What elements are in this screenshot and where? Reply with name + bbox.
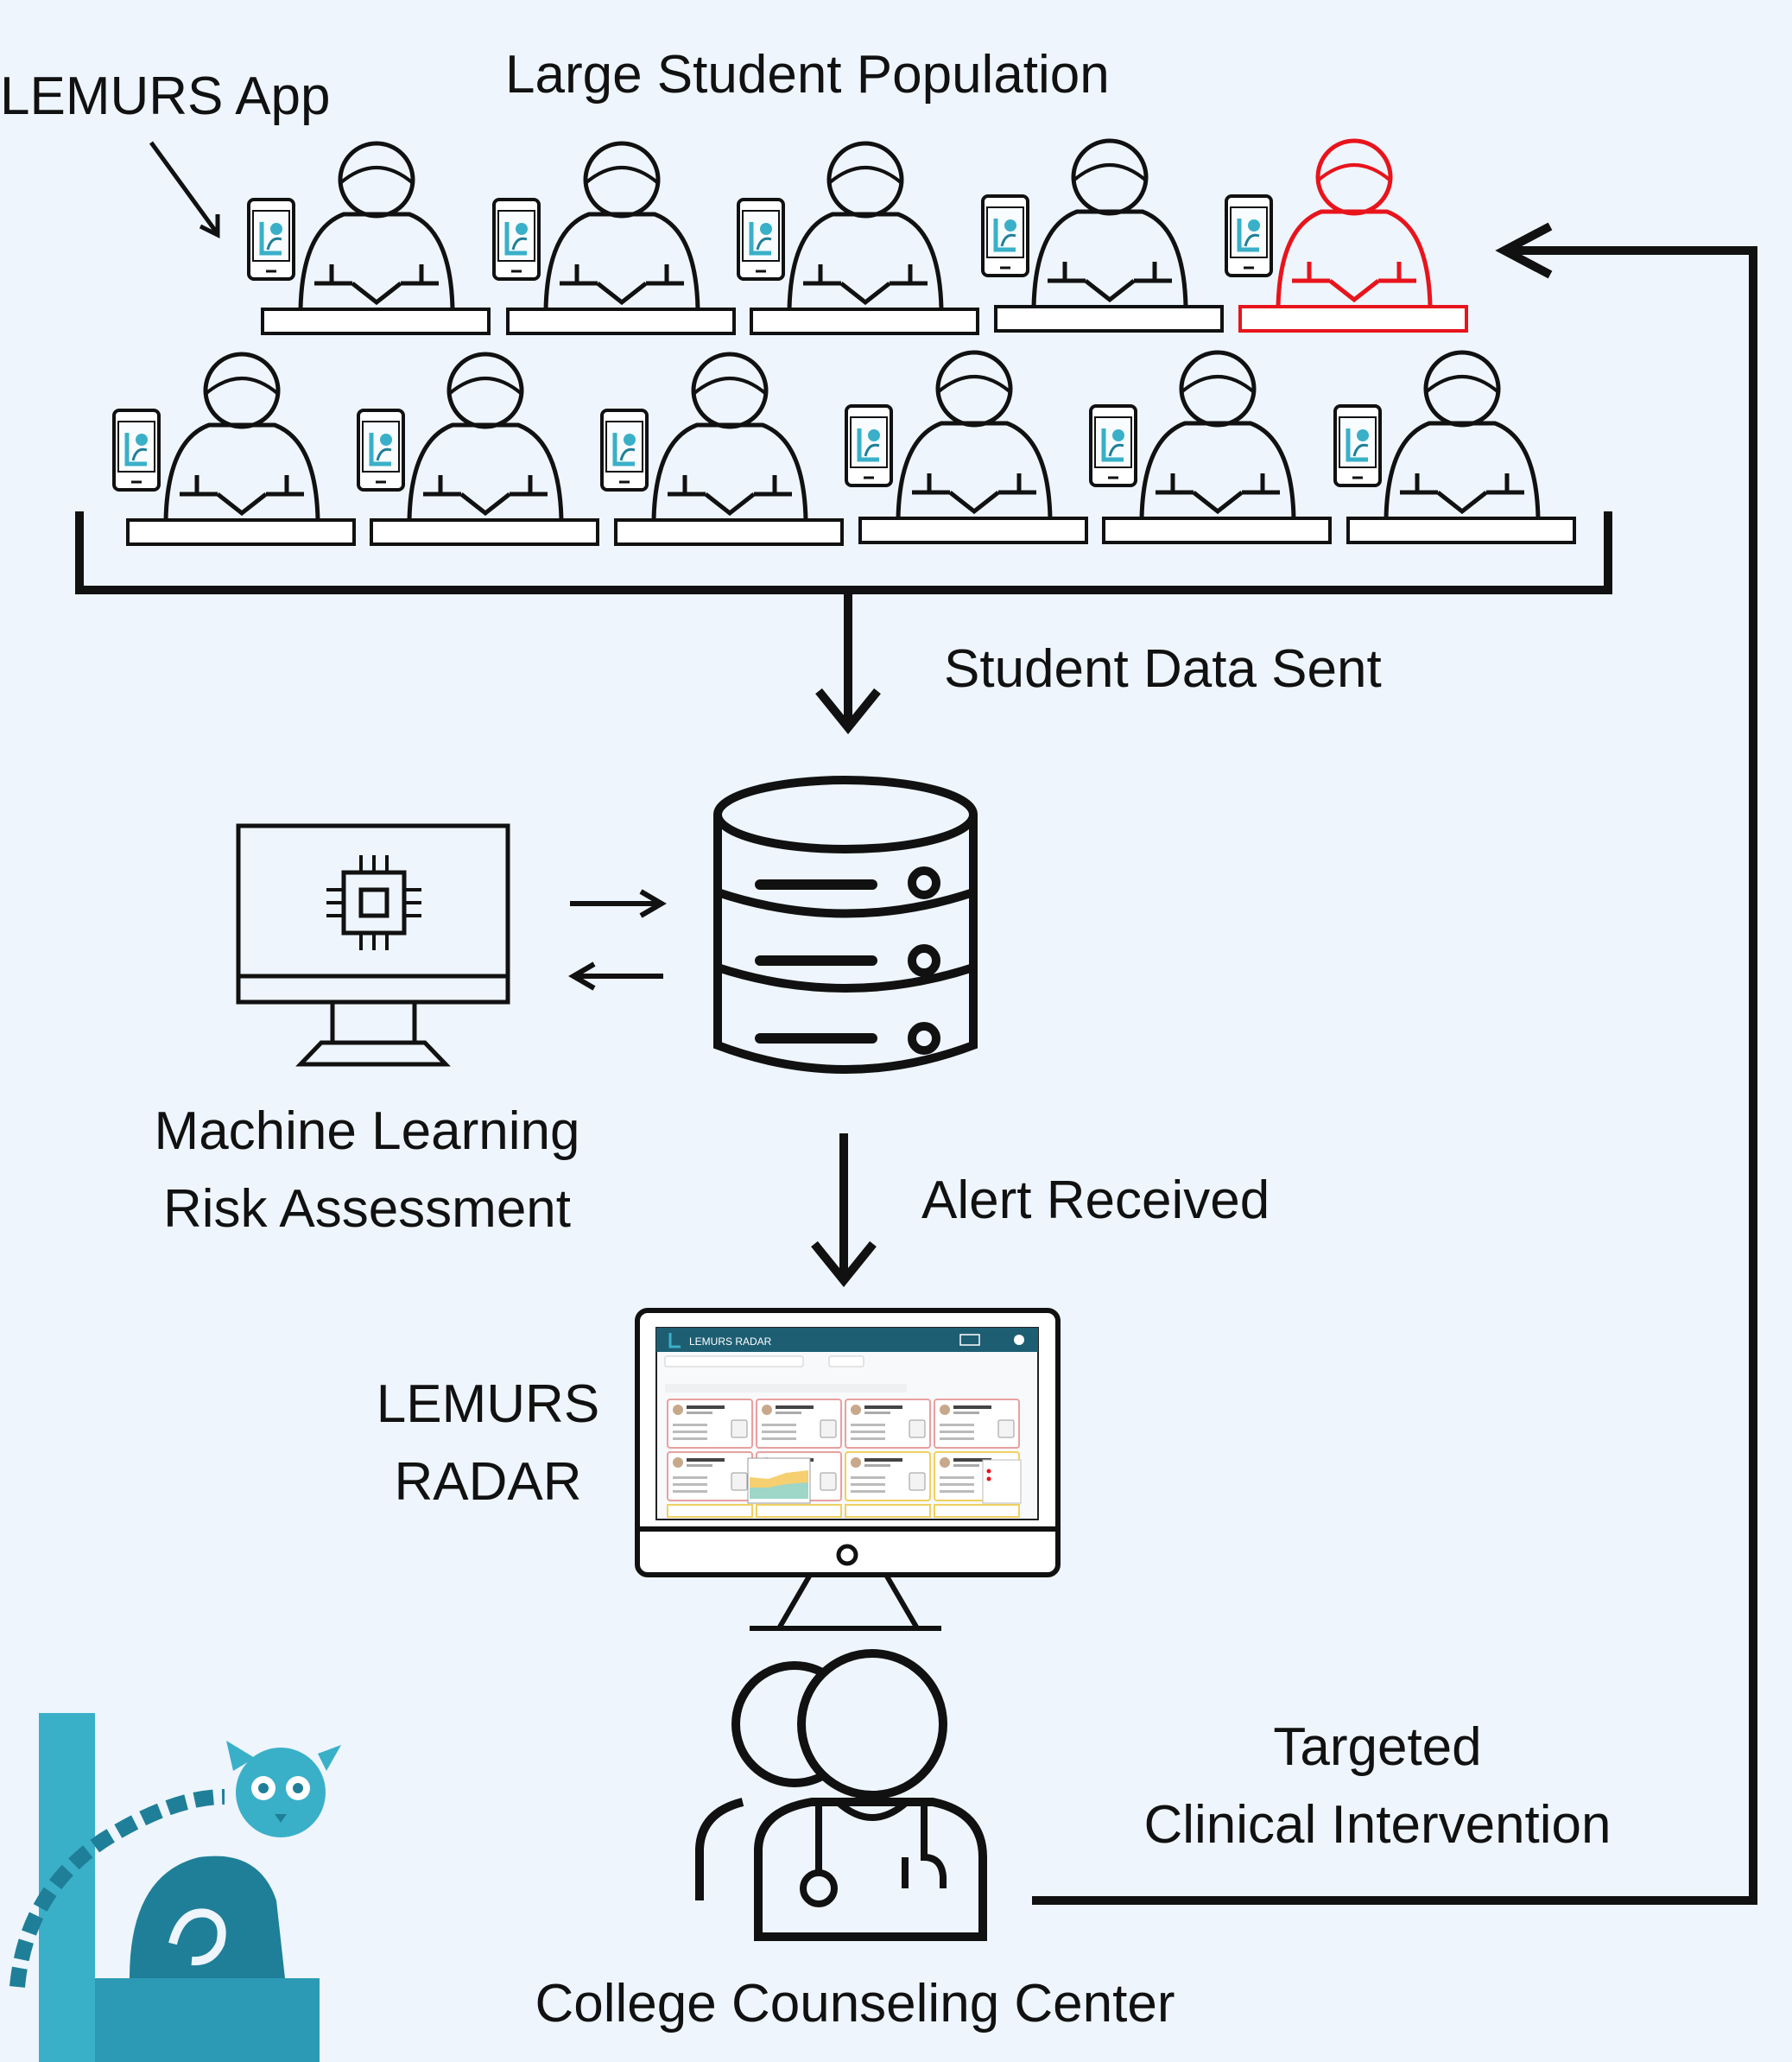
student-card-grid [667, 1399, 1022, 1518]
phone-app-icon [983, 196, 1028, 276]
radar-label-line1: LEMURS [377, 1374, 599, 1434]
student-card [845, 1451, 931, 1501]
student-at-desk-icon [1104, 352, 1330, 542]
at-risk-student-icon [1240, 141, 1466, 331]
app-pointer-arrow [149, 141, 220, 239]
student-card [845, 1399, 931, 1449]
student-at-desk-icon [128, 354, 354, 544]
intervention-label-line1: Targeted [1273, 1717, 1481, 1777]
lemurs-logo [9, 1713, 341, 2062]
counseling-label: College Counseling Center [535, 1974, 1175, 2033]
dashboard-monitor-icon: LEMURS RADAR [635, 1308, 1061, 1631]
student-at-desk-icon [263, 143, 489, 333]
phone-app-icon [249, 200, 294, 279]
phone-app-icon [358, 410, 403, 490]
alert-label: Alert Received [921, 1171, 1270, 1230]
phone-app-icon [1226, 196, 1271, 276]
student-card [667, 1451, 753, 1501]
student-at-desk-icon [371, 354, 598, 544]
counselors-icon [695, 1649, 987, 1941]
alert-arrow [811, 1133, 877, 1287]
exchange-arrows [568, 889, 667, 991]
student-at-desk-icon [508, 143, 734, 333]
radar-label-line2: RADAR [394, 1452, 581, 1512]
dashboard-title: LEMURS RADAR [689, 1336, 772, 1348]
student-card [756, 1399, 842, 1449]
phone-app-icon [602, 410, 647, 490]
phone-app-icon [494, 200, 539, 279]
intervention-label-line2: Clinical Intervention [1143, 1795, 1611, 1855]
student-row-2 [114, 352, 1574, 544]
data-sent-label: Student Data Sent [944, 639, 1382, 699]
student-card [934, 1399, 1020, 1449]
phone-app-icon [846, 406, 891, 485]
student-at-desk-icon [1348, 352, 1574, 542]
student-row-1 [249, 141, 1466, 333]
cpu-monitor-icon [236, 823, 510, 1067]
ml-label-line2: Risk Assessment [163, 1179, 571, 1239]
population-title: Large Student Population [505, 45, 1110, 105]
student-at-desk-icon [860, 352, 1086, 542]
student-at-desk-icon [751, 143, 978, 333]
lemurs-app-label: LEMURS App [0, 67, 331, 126]
student-at-desk-icon [616, 354, 842, 544]
student-card [667, 1399, 753, 1449]
phone-app-icon [1091, 406, 1136, 485]
data-sent-arrow [815, 590, 881, 734]
ml-label-line1: Machine Learning [155, 1101, 580, 1161]
phone-app-icon [738, 200, 783, 279]
database-icon [713, 776, 978, 1074]
intervention-loop-arrow [1032, 222, 1757, 1905]
phone-app-icon [1335, 406, 1380, 485]
student-at-desk-icon [996, 141, 1222, 331]
phone-app-icon [114, 410, 159, 490]
